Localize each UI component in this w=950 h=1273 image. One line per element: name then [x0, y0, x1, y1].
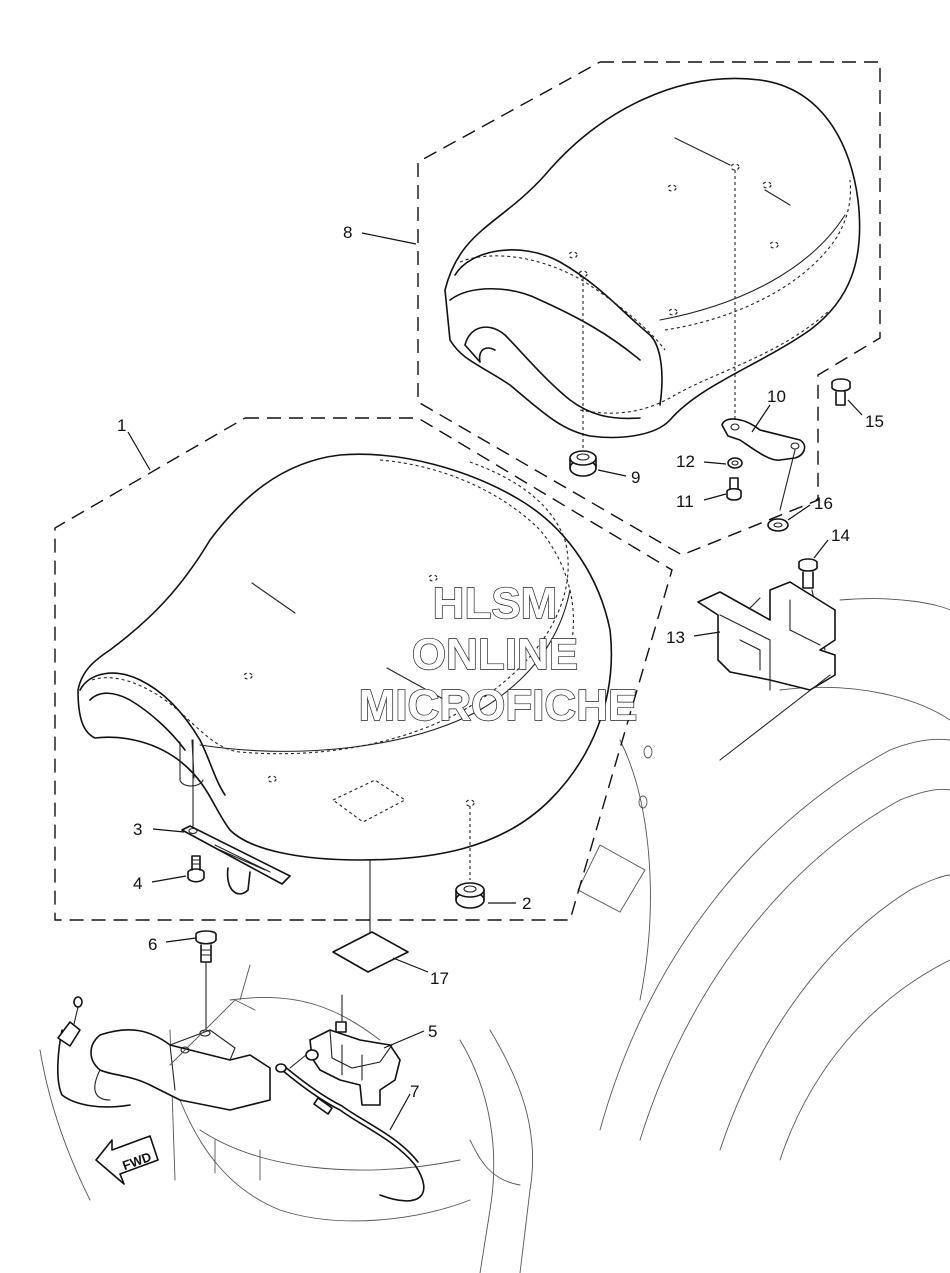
callout-10: 10 — [767, 387, 786, 406]
watermark-line-1: HLSM — [433, 579, 558, 628]
bolt-11 — [726, 477, 742, 501]
callout-13: 13 — [666, 628, 685, 647]
bolt-15 — [831, 378, 851, 406]
callout-leaders — [127, 232, 863, 1131]
callout-3: 3 — [133, 820, 142, 839]
direction-arrow-icon: FWD — [95, 1135, 159, 1185]
callout-numbers: 1 2 3 4 5 6 7 8 9 10 11 12 13 14 15 16 1… — [117, 223, 884, 1101]
frame-background — [39, 598, 950, 1273]
watermark-line-3: MICROFICHE — [359, 681, 638, 730]
bracket-13 — [697, 581, 836, 761]
callout-11: 11 — [676, 492, 694, 511]
bolt-4 — [187, 855, 205, 883]
callout-16: 16 — [814, 494, 833, 513]
bracket-3 — [181, 825, 291, 895]
callout-6: 6 — [148, 935, 157, 954]
damper-9 — [569, 450, 597, 477]
frame-tube — [57, 964, 271, 1111]
label-17 — [332, 859, 409, 973]
callout-14: 14 — [831, 526, 850, 545]
washer-16 — [767, 518, 789, 532]
watermark: HLSM ONLINE MICROFICHE — [358, 578, 638, 730]
relay-assembly-5 — [289, 994, 401, 1106]
bolt-6 — [195, 930, 217, 1031]
watermark-line-2: ONLINE — [412, 630, 578, 679]
callout-12: 12 — [676, 452, 695, 471]
callout-5: 5 — [428, 1022, 437, 1041]
callout-1: 1 — [117, 416, 126, 435]
washer-12 — [727, 457, 743, 469]
bracket-10 — [721, 418, 806, 511]
callout-4: 4 — [133, 874, 142, 893]
callout-7: 7 — [410, 1082, 419, 1101]
callout-15: 15 — [865, 412, 884, 431]
passenger-seat-8 — [444, 77, 861, 450]
damper-2 — [455, 882, 485, 909]
callout-9: 9 — [631, 468, 640, 487]
group-outline-passenger-seat — [417, 61, 881, 556]
group-outline-seat-assembly — [54, 417, 673, 921]
main-seat-1 — [77, 453, 613, 880]
callout-2: 2 — [522, 894, 531, 913]
callout-17: 17 — [430, 969, 449, 988]
callout-8: 8 — [343, 223, 352, 242]
cable-7 — [275, 1063, 425, 1202]
